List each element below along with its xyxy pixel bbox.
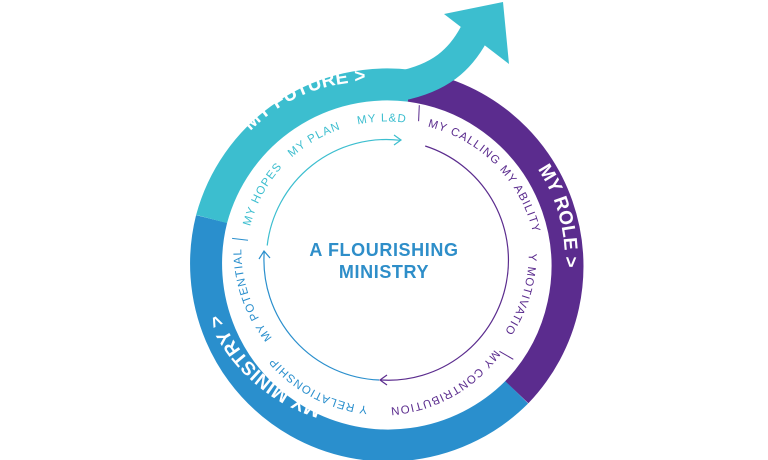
cycle-arrowhead-role [378,374,388,386]
center-title-line-1: A FLOURISHING [309,240,458,260]
future-arrow [396,2,509,101]
outer-ring [190,68,584,460]
item-my-relationships: MY RELATIONSHIPS [0,0,368,415]
item-my-potential: MY POTENTIAL [232,248,274,343]
cycle-arc-role [380,145,510,381]
center-title: A FLOURISHING MINISTRY [309,240,458,282]
divider-ld-calling [418,105,420,122]
inner-cycle [258,134,510,386]
cycle-arrowhead-future [393,134,403,146]
cycle-arc-future [266,138,401,246]
cycle-arc-ministry [263,251,380,381]
divider-hopes-potential [232,237,249,241]
ring-segment-role [407,69,584,404]
arrow-shaft [396,26,488,101]
ring-segment-future [196,68,412,224]
item-my-ld: MY L&D [356,112,407,127]
arrow-head [444,2,509,64]
inner-dividers [232,105,514,360]
ring-segment-ministry [190,215,529,460]
center-title-line-2: MINISTRY [339,262,429,282]
divider-motivation-contribution [499,350,514,360]
cycle-arrowhead-ministry [258,249,271,260]
